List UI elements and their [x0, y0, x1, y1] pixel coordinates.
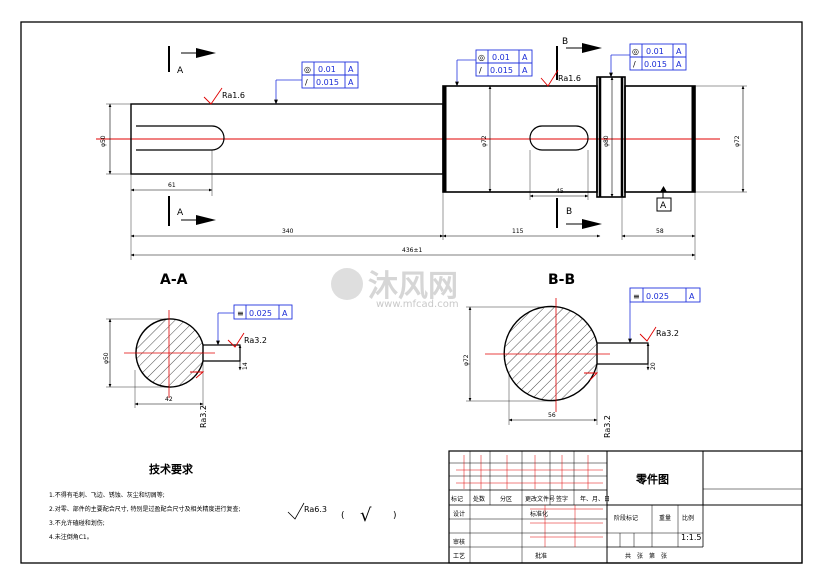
dia-collar-label: φ80 [603, 135, 610, 147]
fcf-main-datum1: A [348, 65, 354, 74]
bb-dim-56: 56 [548, 412, 556, 419]
fcf-right-sym1: ◎ [632, 47, 639, 56]
aa-roughness-2: Ra3.2 [199, 405, 208, 428]
tech-req-1: 1.不得有毛刺、飞边、锈蚀、灰尘和切屑等; [49, 491, 165, 499]
roughness-symbol-1 [203, 87, 223, 105]
roughness-symbol-2 [540, 69, 559, 87]
fcf-mid-datum1: A [522, 53, 528, 62]
tech-paren-close: ) [393, 511, 397, 521]
aa-fcf-sym: ≡ [237, 309, 244, 318]
tech-req-4: 4.未注倒角C1。 [49, 533, 93, 541]
tb-label-date: 年、月、日 [580, 495, 610, 503]
dimension-lines [130, 150, 696, 260]
tech-check: √ [360, 505, 372, 526]
fcf-right-sym2: / [633, 60, 636, 69]
bb-diameter: φ72 [463, 354, 470, 366]
section-b-bottom-marker [556, 198, 602, 229]
part-name: 零件图 [635, 472, 669, 486]
tb-scale: 1:1.5 [681, 533, 702, 542]
datum-label: A [660, 201, 667, 211]
fcf-main-val1: 0.01 [318, 65, 336, 74]
tb-label-zone: 分区 [500, 495, 512, 503]
fcf-mid-sym2: / [479, 66, 482, 75]
bb-roughness-2: Ra3.2 [603, 415, 612, 438]
bb-roughness-1: Ra3.2 [656, 329, 679, 338]
section-a-top-marker [168, 46, 216, 72]
section-a-top-label: A [177, 66, 184, 76]
dia-right-label: φ72 [734, 135, 741, 147]
aa-diameter: φ50 [103, 352, 110, 364]
bb-fcf-sym: ≡ [633, 292, 640, 301]
fcf-right-val1: 0.01 [646, 47, 664, 56]
bb-fcf-datum: A [689, 292, 695, 301]
tb-approve: 批准 [535, 552, 547, 560]
section-aa-view [106, 304, 293, 408]
bb-key-dim: 20 [650, 362, 657, 370]
roughness-label-1: Ra1.6 [222, 91, 245, 100]
shaft-main-view [96, 76, 720, 212]
fcf-mid [455, 49, 533, 87]
tb-design: 设计 [453, 510, 465, 518]
section-aa-title: A-A [160, 272, 188, 288]
dim-115: 115 [512, 228, 524, 235]
tech-req-3: 3.不允许磕碰和划伤; [49, 519, 105, 527]
tb-standard: 标准化 [530, 510, 548, 518]
drawing-frame [20, 21, 803, 564]
tb-label-change: 更改文件号 [525, 495, 555, 503]
dim-340: 340 [282, 228, 294, 235]
fcf-mid-val2: 0.015 [490, 66, 513, 75]
tech-paren-open: ( [341, 511, 345, 521]
tb-label-mark: 标记 [451, 495, 463, 503]
tech-req-title: 技术要求 [149, 462, 194, 476]
tech-roughness-symbol [287, 502, 305, 520]
watermark: 沐风网 www.mfcad.com [331, 268, 459, 310]
title-block [448, 450, 803, 564]
aa-key-dim: 14 [242, 362, 249, 370]
section-b-top-label: B [562, 37, 568, 47]
section-bb-view [466, 287, 701, 425]
tb-scale-label: 比例 [682, 514, 694, 522]
fcf-main-sym1: ◎ [304, 65, 311, 74]
fcf-right [609, 43, 687, 78]
tb-label-count: 处数 [473, 495, 485, 503]
dia-left-label: φ50 [100, 135, 107, 147]
fcf-mid-val1: 0.01 [492, 53, 510, 62]
aa-fcf-val: 0.025 [249, 309, 272, 318]
tb-label-sign: 签字 [556, 495, 568, 503]
dim-436: 436±1 [402, 247, 422, 254]
roughness-label-2: Ra1.6 [558, 74, 581, 83]
watermark-brand: 沐风网 [368, 269, 458, 304]
tb-stage: 阶段标记 [614, 514, 638, 522]
watermark-url: www.mfcad.com [376, 299, 459, 310]
bb-fcf-val: 0.025 [646, 292, 669, 301]
aa-roughness-1: Ra3.2 [244, 336, 267, 345]
section-bb-title: B-B [548, 272, 575, 288]
tb-review: 审核 [453, 538, 465, 546]
dim-61: 61 [168, 182, 176, 189]
tech-roughness-label: Ra6.3 [304, 505, 327, 514]
fcf-mid-sym1: ◎ [478, 53, 485, 62]
fcf-right-val2: 0.015 [644, 60, 667, 69]
section-a-bottom-label: A [177, 208, 184, 218]
fcf-main-datum2: A [348, 78, 354, 87]
fcf-right-datum1: A [676, 47, 682, 56]
fcf-main-sym2: / [305, 78, 308, 87]
fcf-mid-datum2: A [522, 66, 528, 75]
section-a-bottom-marker [168, 196, 216, 226]
tb-weight: 重量 [659, 514, 671, 522]
section-b-bottom-label: B [566, 207, 572, 217]
tb-sheet: 共 张 第 张 [625, 552, 667, 560]
aa-dim-42: 42 [165, 396, 173, 403]
aa-fcf-datum: A [282, 309, 288, 318]
tb-process: 工艺 [453, 552, 465, 560]
fcf-right-datum2: A [676, 60, 682, 69]
fcf-main-val2: 0.015 [316, 78, 339, 87]
fcf-main [274, 61, 359, 105]
dia-mid-label: φ72 [481, 135, 488, 147]
section-b-top-marker [556, 43, 602, 80]
dim-58: 58 [656, 228, 664, 235]
dim-45: 45 [556, 188, 564, 195]
tech-req-2: 2.对零、部件的主要配合尺寸, 特别是过盈配合尺寸及相关精度进行复查; [49, 505, 241, 513]
